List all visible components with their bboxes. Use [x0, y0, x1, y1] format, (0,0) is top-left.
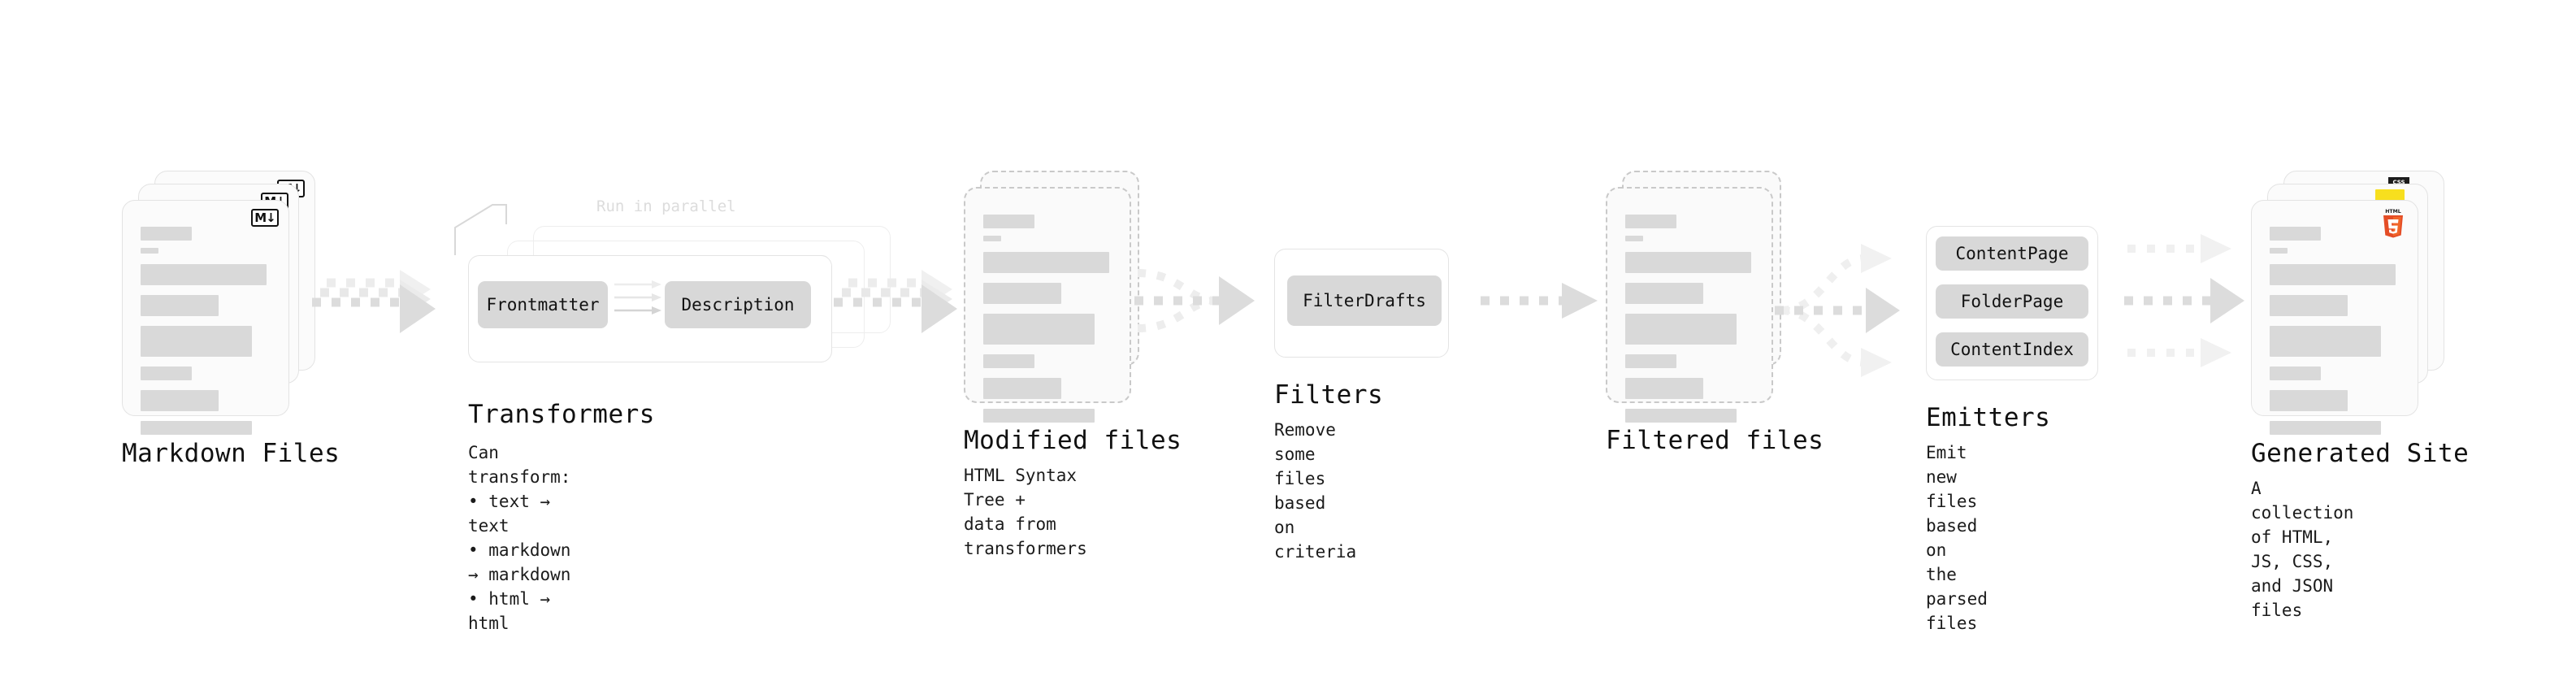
filter-chip-filterdrafts[interactable]: FilterDrafts [1287, 275, 1442, 326]
card-placeholder-bars [1625, 215, 1759, 430]
transformer-chip-frontmatter[interactable]: Frontmatter [478, 281, 608, 328]
connector-filters-to-filtered [1477, 283, 1607, 348]
svg-text:CSS: CSS [2392, 180, 2405, 186]
connector-modified-to-filters [1131, 262, 1273, 359]
svg-text:HTML: HTML [2385, 209, 2401, 215]
html5-icon: HTML [2383, 209, 2403, 238]
filtered-card-front [1606, 187, 1773, 423]
site-card-front-html: HTML [2251, 200, 2418, 435]
stage-title-modified-files: Modified files [964, 426, 1182, 455]
stage-title-markdown-files: Markdown Files [122, 439, 340, 468]
stage-desc-transformers: Can transform: • text → text • markdown … [468, 443, 571, 633]
card-placeholder-bars [983, 215, 1117, 430]
stage-desc-generated-site: A collection of HTML, JS, CSS, and JSON … [2251, 479, 2354, 620]
connector-emitters-to-site [2123, 229, 2269, 384]
card-placeholder-bars [2270, 227, 2405, 442]
stage-desc-modified-files: HTML Syntax Tree + data from transformer… [964, 466, 1087, 558]
stage-title-generated-site: Generated Site [2251, 439, 2470, 468]
emitter-chip-contentindex[interactable]: ContentIndex [1936, 332, 2088, 367]
emitter-chip-folderpage[interactable]: FolderPage [1936, 284, 2088, 319]
run-in-parallel-label: Run in parallel [596, 197, 736, 215]
transformer-chip-description[interactable]: Description [665, 281, 811, 328]
stage-title-transformers: Transformers [468, 400, 655, 429]
stage-title-filters: Filters [1274, 380, 1384, 410]
run-in-parallel-bracket [454, 204, 507, 255]
stage-title-filtered-files: Filtered files [1606, 426, 1824, 455]
modified-card-front [964, 187, 1131, 423]
connector-markdown-to-transformers [309, 268, 447, 358]
markdown-card-front: M↓ [122, 200, 289, 435]
card-placeholder-bars [141, 227, 275, 442]
stage-desc-filters: Remove some files based on criteria [1274, 420, 1357, 562]
connector-filtered-to-emitters [1773, 236, 1928, 390]
transformers-inner-arrows [614, 280, 661, 314]
connector-transformers-to-modified [830, 268, 969, 358]
stage-desc-emitters: Emit new files based on the parsed files [1926, 443, 1988, 633]
stage-title-emitters: Emitters [1926, 403, 2051, 432]
emitter-chip-contentpage[interactable]: ContentPage [1936, 236, 2088, 271]
markdown-badge: M↓ [251, 209, 279, 227]
